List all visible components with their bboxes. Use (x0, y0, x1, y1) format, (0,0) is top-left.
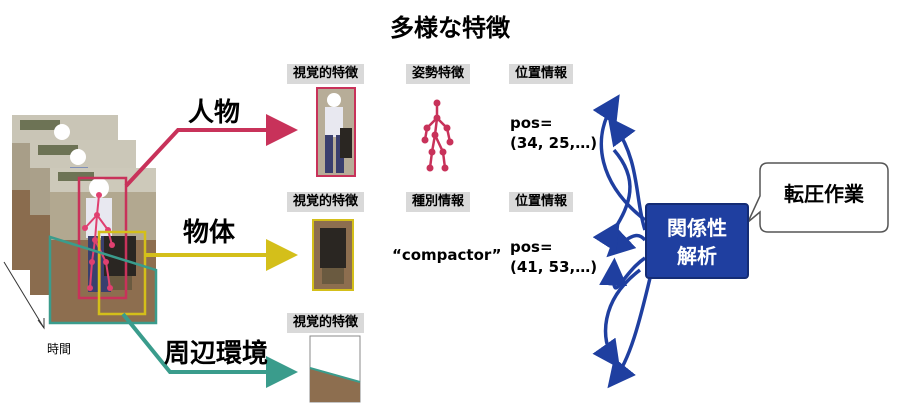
environment-region (48, 235, 158, 325)
label-visual-feature-person: 視覚的特徴 (287, 64, 365, 84)
category-object: 物体 (183, 218, 236, 248)
label-visual-feature-object: 視覚的特徴 (287, 192, 365, 212)
frame-stack (12, 115, 158, 325)
person-visual-feature-image (316, 87, 356, 177)
time-arrow (3, 261, 45, 329)
person-position-line1: pos= (510, 114, 553, 132)
callout-text: 転圧作業 (784, 182, 864, 206)
relation-analysis-box: 関係性 解析 (645, 203, 749, 279)
object-type-value: “compactor” (392, 246, 502, 264)
label-position-person: 位置情報 (509, 64, 574, 84)
person-position-value: pos= (34, 25,…) (510, 113, 597, 153)
relation-arrows (592, 94, 652, 389)
label-type-info: 種別情報 (406, 192, 471, 212)
person-position-line2: (34, 25,…) (510, 134, 598, 152)
label-visual-feature-environment: 視覚的特徴 (287, 313, 365, 333)
frame-skeleton-joints (82, 192, 115, 291)
category-person: 人物 (188, 98, 241, 128)
object-position-line2: (41, 53,…) (510, 258, 598, 276)
person-bounding-box (77, 176, 128, 300)
object-bounding-box (97, 230, 147, 316)
time-label: 時間 (47, 342, 72, 356)
object-position-line1: pos= (510, 238, 553, 256)
label-position-object: 位置情報 (509, 192, 574, 212)
page-title: 多様な特徴 (390, 14, 510, 42)
callout-bubble (747, 162, 889, 233)
object-position-value: pos= (41, 53,…) (510, 237, 597, 277)
person-arrow (124, 114, 298, 188)
video-frame-front (50, 168, 156, 323)
object-visual-feature-image (312, 219, 354, 291)
category-environment: 周辺環境 (164, 339, 269, 369)
environment-visual-feature-image (309, 335, 361, 403)
analysis-line2: 解析 (677, 244, 717, 268)
analysis-line1: 関係性 (667, 216, 727, 240)
environment-arrow (121, 312, 298, 388)
label-pose-feature: 姿勢特徴 (406, 64, 471, 84)
